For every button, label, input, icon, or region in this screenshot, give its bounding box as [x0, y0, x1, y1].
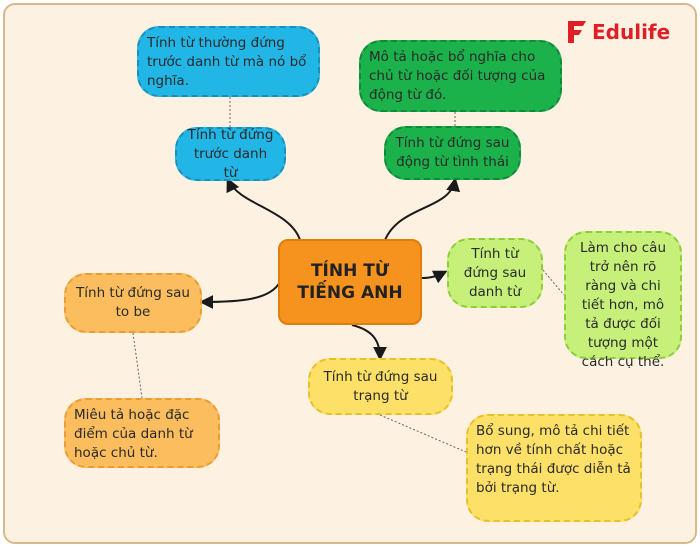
desc-after-to-be-text: Miêu tả hoặc đặc điểm của danh từ hoặc c…	[74, 407, 193, 461]
edulife-logo-icon	[568, 21, 586, 43]
branch-after-to-be: Tính từ đứng sau to be	[64, 273, 202, 333]
leader-after-to-be	[132, 332, 143, 399]
edulife-logo: Edulife	[566, 18, 670, 46]
desc-after-adverb: Bổ sung, mô tả chi tiết hơn về tính chất…	[466, 414, 642, 522]
center-label: TÍNH TỪ TIẾNG ANH	[297, 261, 403, 303]
branch-after-linking-verb-label: Tính từ đứng sau động từ tình thái	[395, 135, 510, 170]
branch-after-noun-label: Tính từ đứng sau danh từ	[463, 245, 527, 300]
desc-after-linking-verb-text: Mô tả hoặc bổ nghĩa cho chủ từ hoặc đối …	[369, 49, 546, 103]
leader-after-adverb	[379, 414, 467, 453]
desc-before-noun-text: Tính từ thường đứng trước danh từ mà nó …	[147, 35, 307, 89]
desc-after-noun: Làm cho câu trở nên rõ ràng và chi tiết …	[564, 231, 682, 370]
arrow-to-before-noun	[226, 177, 301, 241]
branch-after-adverb-label: Tính từ đứng sau trạng từ	[323, 368, 438, 404]
arrow-to-after-adverb	[351, 324, 387, 361]
branch-before-noun: Tính từ đứng trước danh từ	[175, 127, 286, 181]
branch-after-linking-verb: Tính từ đứng sau động từ tình thái	[384, 126, 521, 180]
branch-after-noun: Tính từ đứng sau danh từ	[447, 238, 543, 308]
center-node: TÍNH TỪ TIẾNG ANH	[278, 239, 422, 325]
branch-before-noun-label: Tính từ đứng trước danh từ	[187, 126, 274, 181]
leader-after-noun	[542, 269, 565, 296]
desc-after-to-be: Miêu tả hoặc đặc điểm của danh từ hoặc c…	[64, 398, 220, 468]
arrow-to-after-linking-verb	[384, 177, 461, 241]
desc-before-noun: Tính từ thường đứng trước danh từ mà nó …	[137, 26, 320, 97]
branch-after-to-be-label: Tính từ đứng sau to be	[76, 285, 190, 320]
desc-after-noun-text: Làm cho câu trở nên rõ ràng và chi tiết …	[579, 240, 667, 370]
desc-after-adverb-text: Bổ sung, mô tả chi tiết hơn về tính chất…	[476, 423, 631, 496]
arrow-to-after-noun	[421, 270, 448, 284]
desc-after-linking-verb: Mô tả hoặc bổ nghĩa cho chủ từ hoặc đối …	[359, 40, 562, 112]
logo-text: Edulife	[592, 20, 671, 44]
arrow-to-after-to-be	[199, 281, 281, 309]
branch-after-adverb: Tính từ đứng sau trạng từ	[308, 358, 453, 415]
